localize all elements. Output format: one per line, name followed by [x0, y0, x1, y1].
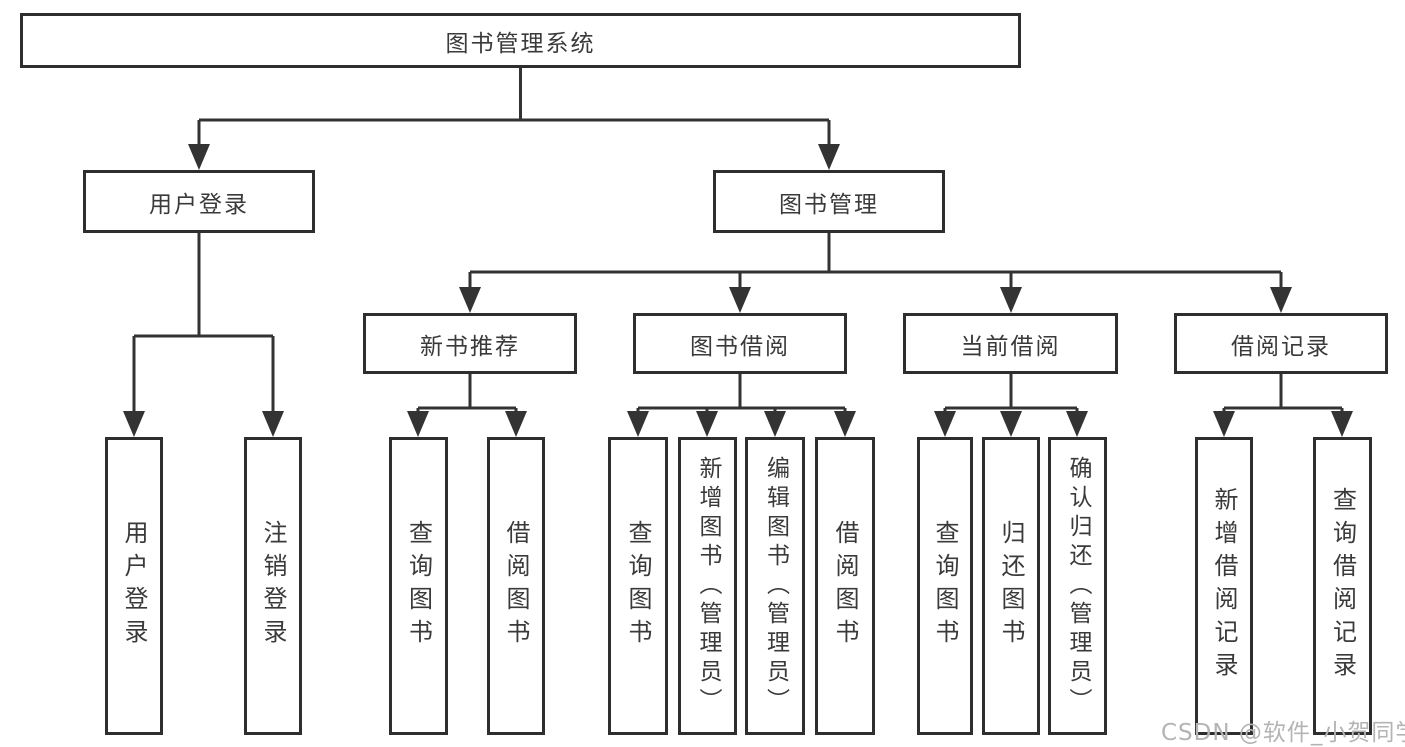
node-new-book-recommend: 新书推荐	[363, 313, 577, 374]
node-label: 新书推荐	[420, 333, 520, 360]
node-label: 借阅图书	[502, 520, 530, 652]
node-query-books-borrow: 查询图书	[608, 437, 668, 735]
node-book-borrow: 图书借阅	[633, 313, 847, 374]
node-label: 查询借阅记录	[1328, 487, 1357, 685]
node-label: 编辑图书（管理员）	[762, 455, 789, 717]
node-query-borrow-record: 查询借阅记录	[1313, 437, 1372, 735]
node-user-login-branch: 用户登录	[83, 170, 315, 233]
node-query-books-current: 查询图书	[917, 437, 973, 735]
node-query-books-recommend: 查询图书	[389, 437, 448, 735]
node-label: 注销登录	[259, 520, 287, 652]
node-add-books-admin: 新增图书（管理员）	[678, 437, 737, 735]
node-label: 图书管理	[779, 191, 879, 218]
node-label: 用户登录	[120, 520, 148, 652]
node-label: 图书管理系统	[445, 30, 596, 57]
node-label: 借阅记录	[1231, 333, 1331, 360]
node-label: 查询图书	[931, 520, 959, 652]
node-current-borrow: 当前借阅	[903, 313, 1118, 374]
node-library-management-system: 图书管理系统	[20, 13, 1021, 68]
node-logout-action: 注销登录	[244, 437, 302, 735]
node-label: 归还图书	[997, 520, 1025, 652]
node-borrow-records: 借阅记录	[1174, 313, 1388, 374]
node-return-books: 归还图书	[982, 437, 1040, 735]
node-label: 查询图书	[624, 520, 652, 652]
node-borrow-books-recommend: 借阅图书	[487, 437, 545, 735]
node-label: 借阅图书	[831, 520, 859, 652]
node-label: 用户登录	[149, 191, 249, 218]
node-add-borrow-record: 新增借阅记录	[1195, 437, 1253, 735]
node-user-login-action: 用户登录	[105, 437, 163, 735]
node-label: 新增图书（管理员）	[695, 455, 721, 717]
node-label: 当前借阅	[960, 333, 1061, 360]
node-label: 查询图书	[404, 520, 433, 652]
node-label: 新增借阅记录	[1210, 487, 1238, 685]
node-label: 图书借阅	[690, 333, 790, 360]
node-book-management-branch: 图书管理	[713, 170, 945, 233]
node-borrow-books-action: 借阅图书	[815, 437, 875, 735]
node-confirm-return-admin: 确认归还（管理员）	[1048, 437, 1107, 735]
csdn-watermark: CSDN @软件_小贺同学	[1161, 720, 1405, 746]
node-label: 确认归还（管理员）	[1065, 455, 1091, 717]
node-edit-books-admin: 编辑图书（管理员）	[745, 437, 805, 735]
